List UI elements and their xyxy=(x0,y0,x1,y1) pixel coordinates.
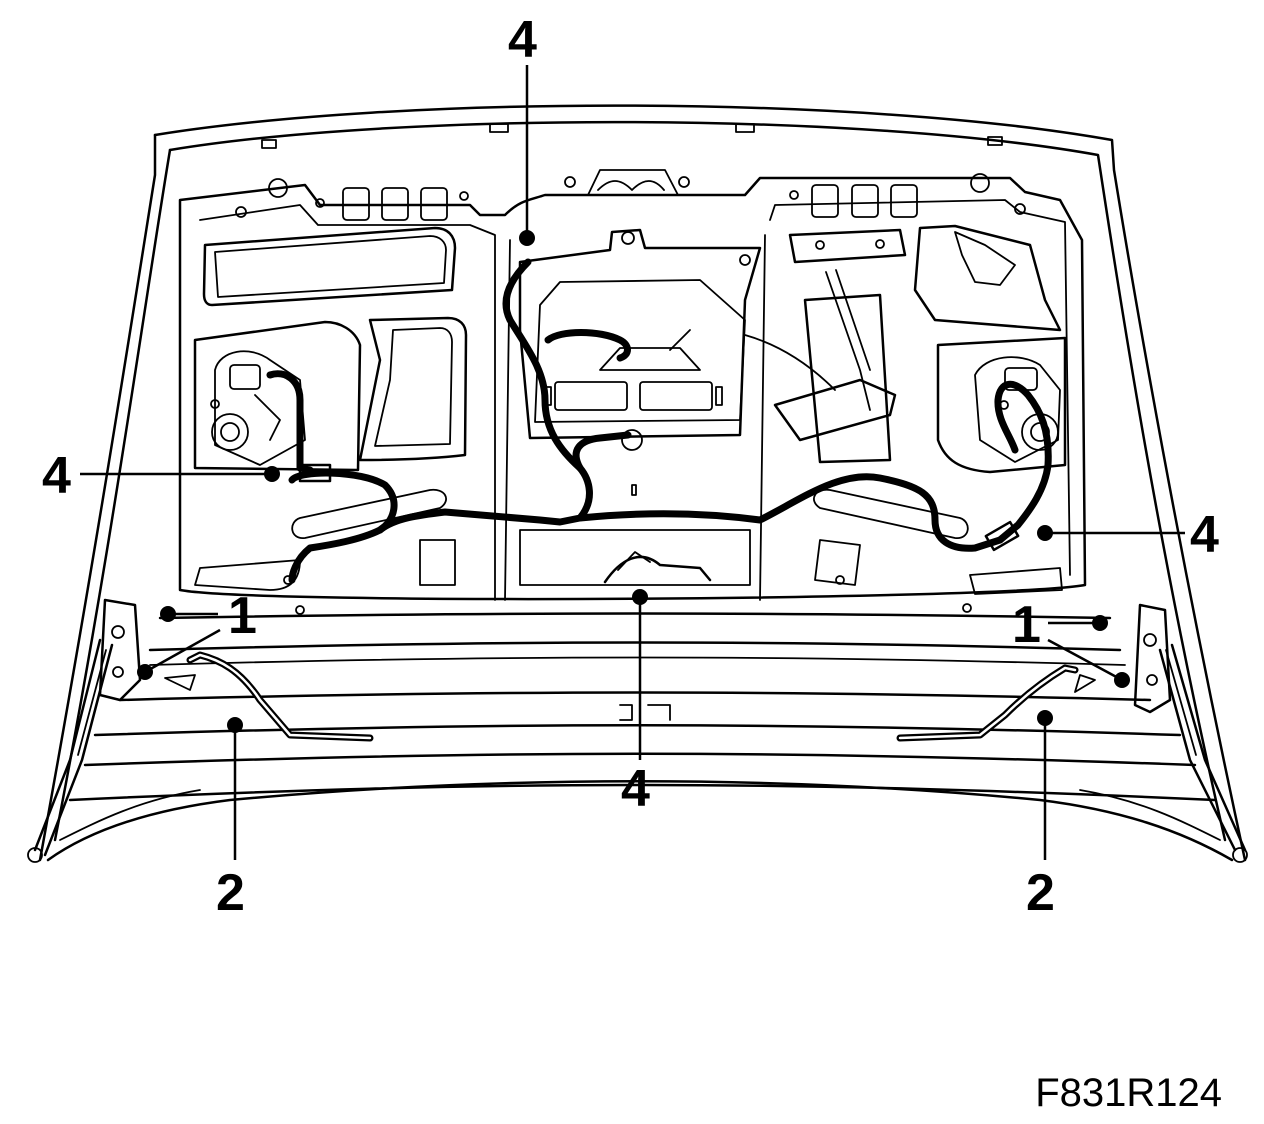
callout-label-right-1: 1 xyxy=(1012,596,1041,654)
callout-label-center-4: 4 xyxy=(621,760,650,818)
figure-code: F831R124 xyxy=(1035,1071,1222,1115)
callout-label-right-4: 4 xyxy=(1190,506,1219,564)
left-recess xyxy=(193,226,468,472)
left-hinge xyxy=(27,598,374,863)
right-recess xyxy=(773,224,1067,474)
upper-slots xyxy=(235,123,1026,221)
callout-label-left-2: 2 xyxy=(216,864,245,922)
callout-label-left-1: 1 xyxy=(228,587,257,645)
callout-dot-top xyxy=(519,230,535,246)
callout-dot-left-2 xyxy=(227,717,243,733)
callout-dot-right-1a xyxy=(1092,615,1108,631)
callout-dot-right xyxy=(1037,525,1053,541)
wiring-harness xyxy=(266,258,1052,584)
callout-labels: 4 4 4 4 1 1 2 2 xyxy=(42,11,1219,922)
callout-dot-right-2 xyxy=(1037,710,1053,726)
callout-leaders xyxy=(80,65,1185,860)
callout-dot-left-1b xyxy=(137,664,153,680)
callout-label-top-4: 4 xyxy=(508,11,537,69)
callout-dot-left-1a xyxy=(160,606,176,622)
callout-dot-center xyxy=(632,589,648,605)
left-lamp-assembly xyxy=(210,350,306,466)
callout-label-right-2: 2 xyxy=(1026,864,1055,922)
right-hinge xyxy=(896,603,1248,863)
callout-dot-right-1b xyxy=(1114,672,1130,688)
callout-dot-left xyxy=(264,466,280,482)
center-housing xyxy=(518,228,762,496)
trunk-lid-outline xyxy=(38,104,1247,862)
callout-label-left-4: 4 xyxy=(42,447,71,505)
